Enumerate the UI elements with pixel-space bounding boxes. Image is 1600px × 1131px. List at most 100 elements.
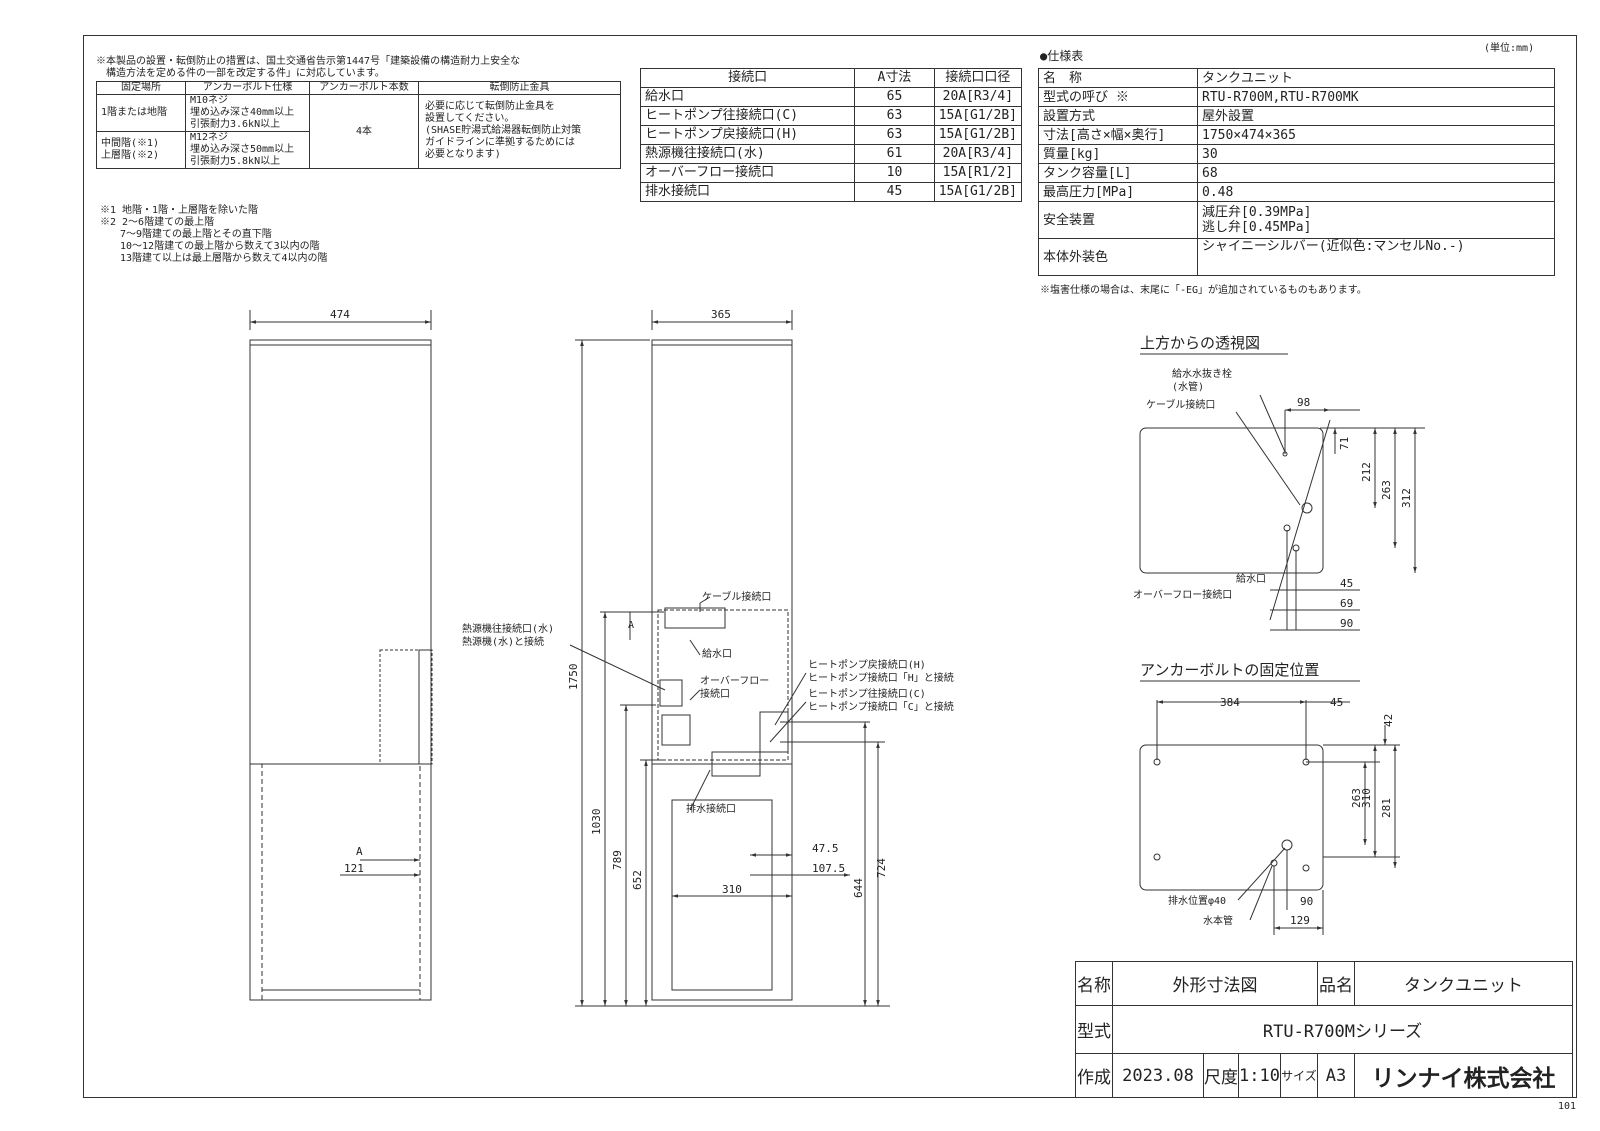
anchor-row2-spec-1: M12ネジ [190,132,229,143]
footnote-2: ※2 2〜6階建ての最上階 [100,217,215,228]
side-label-heat-2: 熱源機(水)と接続 [462,635,544,648]
anchor-bracket-note: 必要に応じて転倒防止金具を 設置してください。 (SHASE貯湯式給湯器転倒防止… [418,94,621,169]
side-dim-1750: 1750 [567,664,580,691]
footnote-3: 7〜9階建ての最上階とその直下階 [100,229,272,240]
anchor-row1-spec-2: 埋め込み深さ40mm以上 [190,107,295,118]
top-dim-45: 45 [1340,577,1353,590]
front-dim-a: A [356,845,363,858]
title-scale-value: 1:10 [1238,1053,1281,1098]
table-row: 型式の呼び ※RTU-R700M,RTU-R700MK [1038,87,1555,107]
front-view [249,310,433,1001]
side-label-drain: 排水接続口 [686,802,736,815]
footnote-5: 13階建て以上は最上層階から数えて4以内の階 [100,253,328,264]
anchor-view [1139,680,1400,935]
conn-size: 15A[G1/2B] [933,106,1023,126]
title-product-label: 品名 [1316,961,1355,1006]
anchor-label-drain: 排水位置φ40 [1168,894,1226,907]
side-dim-644: 644 [852,878,865,898]
anchor-dim-90: 90 [1300,895,1313,908]
bracket-line-3: (SHASE貯湯式給湯器転倒防止対策 [425,124,582,136]
side-dim-652: 652 [631,870,644,890]
table-row: 安全装置 減圧弁[0.39MPa] 逃し弁[0.45MPa] [1038,201,1555,239]
side-label-hp-go-1: ヒートポンプ往接続口(C) [808,687,926,700]
anchor-row2-place-1: 中間階(※1) [101,138,160,149]
title-model-label: 型式 [1075,1005,1113,1054]
top-view [1139,353,1425,631]
conn-size: 20A[R3/4] [933,144,1023,164]
side-label-hp-return-2: ヒートポンプ接続口「H」と接続 [808,671,954,684]
spec-label: 寸法[高さ×幅×奥行] [1038,125,1198,145]
front-dim-width: 474 [330,308,350,321]
anchor-row2-spec-2: 埋め込み深さ50mm以上 [190,144,295,155]
side-label-cable: ケーブル接続口 [702,590,771,603]
spec-note: ※塩害仕様の場合は、末尾に「-EG」が追加されているものもあります。 [1040,285,1367,296]
top-label-cable: ケーブル接続口 [1146,398,1215,411]
spec-unit: (単位:mm) [1484,43,1535,54]
spec-value-color: シャイニーシルバー(近似色:マンセルNo.-) [1197,238,1555,276]
side-label-overflow-2: 接続口 [700,687,730,700]
top-label-overflow: オーバーフロー接続口 [1133,588,1232,601]
company-logo: リンナイ株式会社 [1353,1053,1574,1098]
anchor-count: 4本 [309,94,419,169]
title-block: 名称 外形寸法図 品名 タンクユニット 型式 RTU-R700Mシリーズ 作成 … [1075,961,1574,1098]
anchor-view-title: アンカーボルトの固定位置 [1140,661,1319,679]
note-top-2: 構造方法を定める件の一部を改定する件」に対応しています。 [96,68,385,79]
conn-port: オーバーフロー接続口 [639,163,856,183]
top-dim-69: 69 [1340,597,1353,610]
bracket-line-2: 設置してください。 [425,112,515,124]
conn-size: 15A[R1/2] [933,163,1023,183]
anchor-dim-42: 42 [1382,714,1395,727]
anchor-row1-spec-3: 引張耐力3.6kN以上 [190,119,281,130]
top-dim-71: 71 [1338,437,1351,450]
spec-value: RTU-R700M,RTU-R700MK [1197,87,1555,107]
top-dim-263: 263 [1380,480,1393,500]
top-dim-212: 212 [1360,462,1373,482]
top-dim-90: 90 [1340,617,1353,630]
anchor-row1-spec-1: M10ネジ [190,95,229,106]
anchor-dim-129: 129 [1290,914,1310,927]
spec-label: 設置方式 [1038,106,1198,126]
conn-header-port: 接続口 [639,68,856,88]
title-made-label: 作成 [1075,1053,1113,1098]
title-product-value: タンクユニット [1353,961,1574,1006]
sheet-number: 101 [1558,1101,1577,1112]
conn-size: 15A[G1/2B] [933,182,1023,202]
side-label-supply: 給水口 [702,647,732,660]
top-dim-312: 312 [1400,488,1413,508]
top-label-supply: 給水口 [1236,572,1266,585]
spec-value-safety: 減圧弁[0.39MPa] 逃し弁[0.45MPa] [1197,201,1555,239]
spec-value: 1750×474×365 [1197,125,1555,145]
footnotes: ※1 地階・1階・上層階を除いた階 ※2 2〜6階建ての最上階 7〜9階建ての最… [100,205,328,265]
conn-port: 排水接続口 [639,182,856,202]
table-row: 寸法[高さ×幅×奥行]1750×474×365 [1038,125,1555,145]
title-model-value: RTU-R700Mシリーズ [1112,1005,1573,1054]
side-dim-a: A [628,620,634,631]
conn-header-size: 接続口口径 [933,68,1023,88]
title-name-label: 名称 [1075,961,1113,1006]
title-made-value: 2023.08 [1112,1053,1204,1098]
anchor-label-water: 水本管 [1203,914,1233,927]
safety-reducer: 減圧弁[0.39MPa] [1202,205,1312,220]
conn-port: 熱源機往接続口(水) [639,144,856,164]
table-row: 名 称タンクユニット [1038,68,1555,88]
footnote-4: 10〜12階建ての最上階から数えて3以内の階 [100,241,320,252]
conn-a: 65 [854,87,935,107]
top-label-drainplug-2: (水管) [1172,380,1204,393]
anchor-dim-384: 384 [1220,696,1240,709]
spec-label-color: 本体外装色 [1038,238,1198,276]
title-scale-label: 尺度 [1203,1053,1239,1098]
bracket-line-1: 必要に応じて転倒防止金具を [425,100,555,112]
side-label-hp-go-2: ヒートポンプ接続口「C」と接続 [808,700,954,713]
note-top-1: ※本製品の設置・転倒防止の措置は、国土交通省告示第1447号「建築設備の構造耐力… [96,56,521,67]
side-dim-310: 310 [722,883,742,896]
side-dim-789: 789 [611,850,624,870]
anchor-bolt-table: 固定場所 アンカーボルト仕様 アンカーボルト本数 転倒防止金具 1階または地階 … [96,81,621,169]
title-size-label: サイズ [1279,1053,1318,1098]
anchor-dim-310: 310 [1360,788,1373,808]
